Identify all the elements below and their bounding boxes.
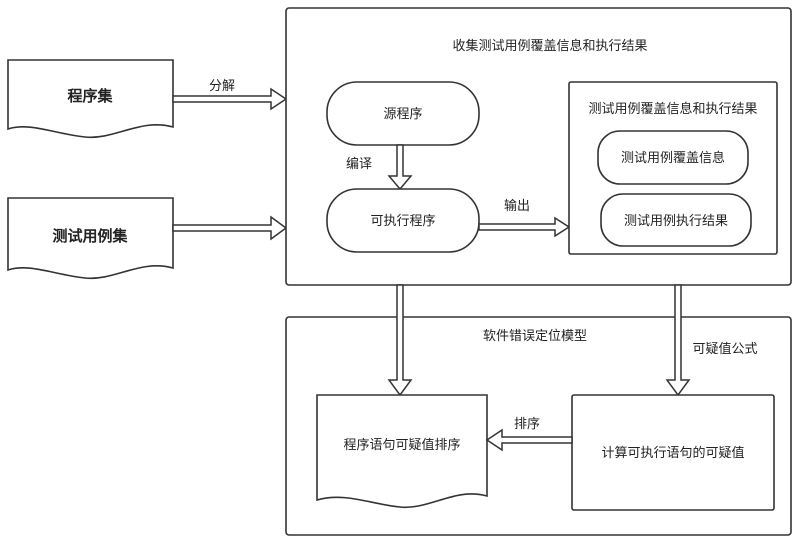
collect-coverage-title: 收集测试用例覆盖信息和执行结果 [452,38,647,54]
statement-ranking-document: 程序语句可疑值排序 [317,395,487,507]
statement-ranking-label: 程序语句可疑值排序 [343,437,460,453]
compute-suspicion-label: 计算可执行语句的可疑值 [601,445,744,461]
coverage-info-label: 测试用例覆盖信息 [621,150,725,166]
coverage-result-panel-title: 测试用例覆盖信息和执行结果 [588,101,757,117]
compile-label: 编译 [346,157,372,172]
test-case-set-label: 测试用例集 [52,227,128,245]
test-case-set-document: 测试用例集 [8,198,173,278]
compute-suspicion-node: 计算可执行语句的可疑值 [572,395,774,510]
fault-localization-model-title: 软件错误定位模型 [483,329,587,344]
executable-program-label: 可执行程序 [370,214,435,229]
execution-result-node: 测试用例执行结果 [601,194,751,246]
coverage-info-node: 测试用例覆盖信息 [598,131,748,184]
sort-label: 排序 [514,417,540,432]
program-set-label: 程序集 [67,87,113,105]
source-program-label: 源程序 [383,107,422,122]
decompose-label: 分解 [209,79,235,94]
suspicion-formula-label: 可疑值公式 [692,341,757,357]
source-program-node: 源程序 [327,82,479,145]
test-case-arrow [173,217,286,239]
execution-result-label: 测试用例执行结果 [624,214,728,229]
program-set-document: 程序集 [8,60,173,137]
executable-program-node: 可执行程序 [327,189,479,252]
output-label: 输出 [504,198,530,214]
